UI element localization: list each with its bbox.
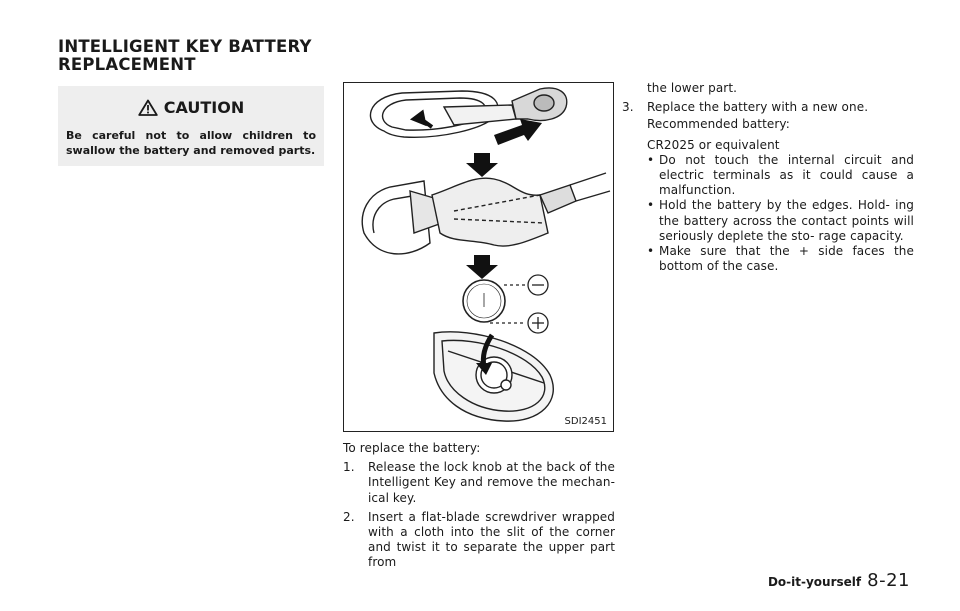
step-text: Insert a flat-blade screwdriver wrapped … — [368, 509, 615, 570]
page-footer: Do-it-yourself 8-21 — [768, 570, 910, 592]
bullet-item: • Hold the battery by the edges. Hold- i… — [622, 198, 914, 244]
intro-text: To replace the battery: — [343, 441, 481, 455]
step-2: 2. Insert a flat-blade screwdriver wrapp… — [343, 510, 615, 571]
bullet-item: • Make sure that the + side faces the bo… — [622, 244, 914, 274]
page-number: 8-21 — [867, 570, 910, 591]
bullet-text: Do not touch the internal circuit and el… — [659, 152, 914, 198]
instructions-column-2: the lower part. 3. Replace the battery w… — [622, 81, 914, 274]
warning-triangle-icon — [138, 99, 158, 116]
step-number: 3. — [622, 100, 634, 115]
plus-sign-icon — [527, 312, 549, 334]
step-text: Release the lock knob at the back of the… — [368, 460, 615, 505]
arrow-down-icon — [466, 153, 498, 177]
footer-section: Do-it-yourself — [767, 575, 862, 589]
key-fob-top — [369, 87, 568, 138]
key-fob-middle — [361, 172, 611, 255]
step-1: 1. Release the lock knob at the back of … — [343, 460, 615, 506]
arrow-down-icon-2 — [466, 255, 498, 279]
step-2-continuation: the lower part. — [647, 81, 738, 95]
instructions-column-1: To replace the battery: 1. Release the l… — [343, 441, 615, 571]
caution-heading: CAUTION — [58, 98, 324, 118]
section-title: INTELLIGENT KEY BATTERY REPLACEMENT — [58, 37, 312, 74]
bullet-text: Hold the battery by the edges. Hold- ing… — [659, 198, 914, 243]
caution-text: Be careful not to allow children to swal… — [66, 129, 316, 157]
caution-heading-text: CAUTION — [163, 98, 245, 117]
minus-sign-icon — [527, 274, 549, 296]
arrow-right-icon — [494, 119, 542, 145]
bullet-text: Make sure that the + side faces the bott… — [659, 244, 914, 274]
key-fob-case — [433, 331, 554, 422]
bullet-item: • Do not touch the internal circuit and … — [622, 153, 914, 199]
battery-type: CR2025 or equivalent — [647, 137, 780, 152]
recommended-label: Recommended battery: — [647, 117, 790, 132]
caution-box: CAUTION Be careful not to allow children… — [58, 86, 324, 166]
battery-replacement-figure: SDI2451 — [343, 82, 614, 432]
bullet-dot-icon: • — [647, 244, 655, 259]
battery-coin — [462, 279, 506, 323]
arrow-up-left-icon — [409, 109, 434, 129]
step-number: 2. — [343, 509, 355, 524]
bullet-dot-icon: • — [647, 198, 655, 213]
figure-code: SDI2451 — [564, 416, 607, 427]
step-number: 1. — [343, 460, 355, 475]
key-fob-illustration — [361, 87, 611, 422]
step-text: Replace the battery with a new one. — [647, 100, 869, 115]
step-3: 3. Replace the battery with a new one. — [622, 100, 914, 115]
bullet-dot-icon: • — [647, 152, 655, 167]
